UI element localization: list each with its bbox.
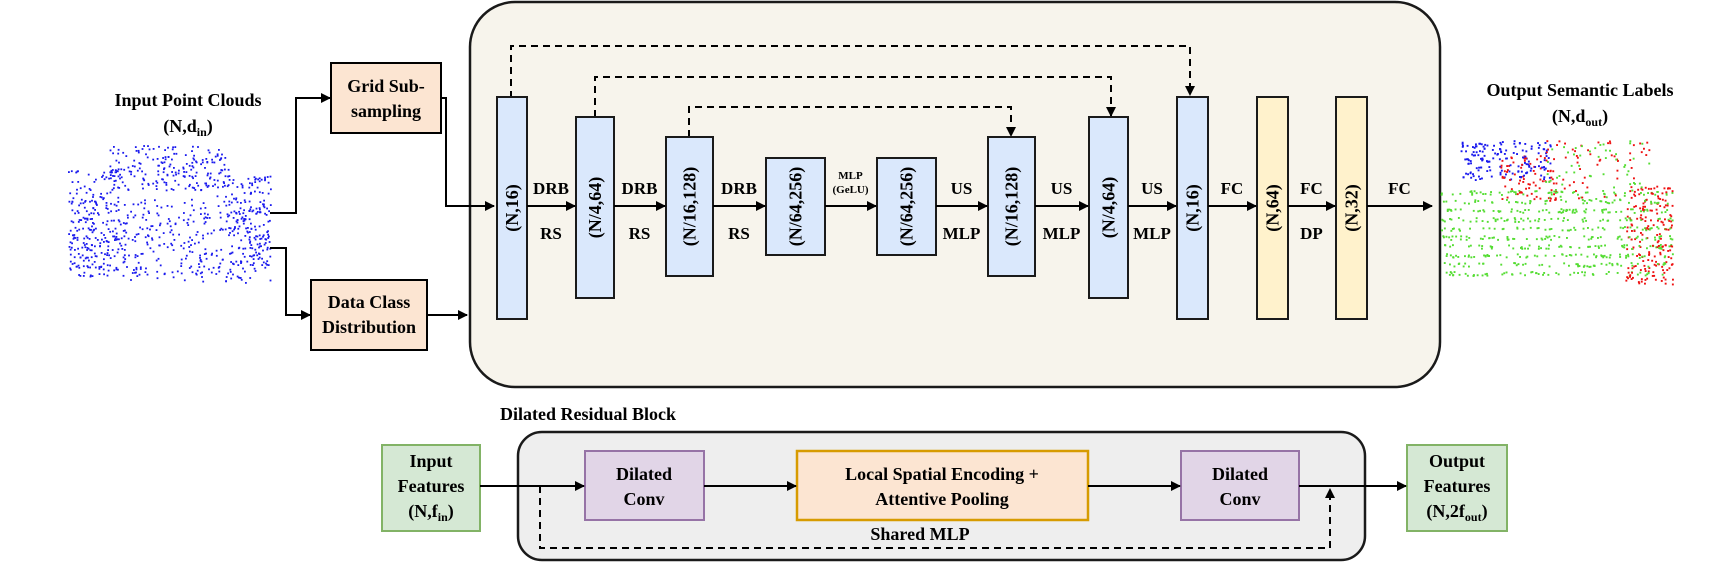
drb-input-features-box — [381, 444, 481, 532]
op-label-bottom: MLP — [943, 224, 981, 243]
layer-shape-label: (N/64,256) — [786, 167, 807, 247]
layer-block — [1176, 96, 1209, 320]
op-label-top: DRB — [622, 179, 658, 198]
op-label-top: FC — [1388, 179, 1411, 198]
layer-block — [496, 96, 528, 320]
layer-shape-label: (N/64,256) — [897, 167, 918, 247]
data-class-distribution-box — [310, 279, 428, 351]
layer-shape-label: (N,16) — [502, 184, 523, 232]
op-label-top: DRB — [533, 179, 569, 198]
dilated-conv-1-box — [584, 450, 705, 521]
grid-to-network-arrow — [441, 97, 495, 211]
output-title: Output Semantic Labels — [1486, 80, 1673, 100]
drb-shortcut-dashed — [539, 486, 1335, 549]
op-label-top: FC — [1221, 179, 1244, 198]
layer-block — [876, 157, 937, 256]
drb-input-line2: Features — [398, 476, 465, 496]
dilated-conv-1-line1: Dilated — [616, 464, 672, 484]
layer-block — [765, 157, 826, 256]
layer-shape-label: (N,32) — [1342, 184, 1363, 232]
dilated-conv-1-line2: Conv — [623, 489, 664, 509]
layer-block — [1335, 96, 1368, 320]
op-label-bottom: MLP — [1043, 224, 1081, 243]
layer-shape-label: (N,64) — [1263, 184, 1284, 232]
op-label-top: US — [951, 179, 973, 198]
op-label-top: FC — [1300, 179, 1323, 198]
lse-line1: Local Spatial Encoding + — [845, 464, 1039, 484]
drb-output-line1: Output — [1429, 451, 1485, 471]
data-class-line1: Data Class — [328, 292, 411, 312]
op-label-bottom: RS — [728, 224, 750, 243]
input-title: Input Point Clouds — [114, 90, 261, 110]
op-label-top: US — [1051, 179, 1073, 198]
layer-block — [665, 136, 714, 277]
data-class-line2: Distribution — [322, 317, 416, 337]
input-point-cloud-image — [68, 145, 272, 284]
layer-shape-label: (N/4,64) — [585, 177, 606, 239]
input-to-dist-arrow — [270, 247, 311, 320]
skip-connection-1 — [510, 45, 1195, 98]
grid-subsampling-line2: sampling — [351, 101, 421, 121]
output-shape: (N,dout) — [1552, 106, 1608, 129]
layer-block — [1256, 96, 1289, 320]
layer-shape-label: (N,16) — [1183, 184, 1204, 232]
grid-subsampling-line1: Grid Sub- — [347, 76, 425, 96]
op-label-bottom: RS — [629, 224, 651, 243]
op-label-top: MLP — [838, 170, 863, 182]
op-label-bottom: DP — [1300, 224, 1323, 243]
layer-block — [987, 136, 1036, 277]
drb-output-shape: (N,2fout) — [1426, 501, 1487, 524]
layer-block — [1088, 116, 1129, 299]
drb-output-features-box — [1406, 444, 1508, 532]
dilated-conv-2-line1: Dilated — [1212, 464, 1268, 484]
layer-block — [575, 116, 615, 299]
dilated-conv-2-line2: Conv — [1219, 489, 1260, 509]
op-label-top: US — [1141, 179, 1163, 198]
operation-arrows: DRB RS DRB RS DRB RS MLP (GeLU) US MLP US MLP US MLP F… — [527, 170, 1433, 243]
op-label-bottom: RS — [540, 224, 562, 243]
drb-input-shape: (N,fin) — [408, 501, 454, 524]
shared-mlp-label: Shared MLP — [870, 524, 969, 544]
op-label-bottom: MLP — [1133, 224, 1171, 243]
layer-shape-label: (N/16,128) — [680, 167, 701, 247]
input-shape: (N,din) — [163, 116, 213, 139]
layer-shape-label: (N/4,64) — [1099, 177, 1120, 239]
layer-shape-label: (N/16,128) — [1002, 167, 1023, 247]
op-label-bottom: (GeLU) — [832, 184, 868, 196]
lse-line2: Attentive Pooling — [875, 489, 1008, 509]
input-to-grid-arrow — [270, 93, 331, 214]
grid-subsampling-box — [330, 62, 442, 134]
drb-input-line1: Input — [409, 451, 452, 471]
dilated-conv-2-box — [1180, 450, 1300, 521]
op-label-top: DRB — [721, 179, 757, 198]
skip-connection-3 — [688, 106, 1016, 137]
drb-title: Dilated Residual Block — [500, 404, 676, 424]
drb-output-line2: Features — [1424, 476, 1491, 496]
local-spatial-encoding-box — [795, 449, 1090, 522]
layer-blocks: (N,16) (N/4,64) (N/16,128) (N/64,256) (N/64,… — [496, 96, 1368, 320]
output-point-cloud-image — [1440, 140, 1674, 286]
